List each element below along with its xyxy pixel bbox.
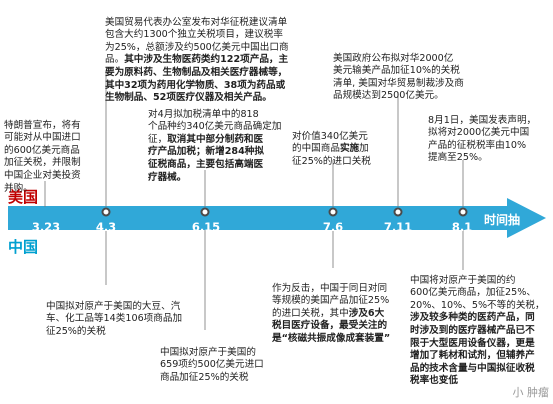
usa-note-4-3: 美国贸易代表办公室发布对华征税建议清单 包含大约1300个独立关税项目，建议税率…	[105, 16, 289, 104]
timeline-marker	[393, 207, 403, 217]
usa-note-7-6: 对价值340亿美元 的中国商品实施加 征25%的进口关税	[292, 130, 371, 167]
date-label: 8.1	[451, 220, 473, 234]
timeline-arrow	[8, 198, 546, 238]
date-label: 3.23	[31, 220, 61, 234]
china-note-8-1: 中国将对原产于美国的约 600亿美元商品，加征25%、 20%、10%、5%不等…	[410, 274, 545, 387]
timeline-marker	[101, 207, 111, 217]
china-note-4-3: 中国拟对原产于美国的大豆、汽 车、化工品等14类106项商品加 征25%的关税	[46, 300, 183, 337]
china-note-6-15: 中国拟对原产于美国的 659项约500亿美元进口 商品加征25%的关税	[160, 346, 264, 383]
date-label: 6.15	[191, 220, 221, 234]
watermark: 小 肿瘤	[512, 386, 550, 399]
usa-label: 美国	[8, 188, 39, 206]
usa-note-3-23: 特朗普宣布，将有 可能对从中国进口 的600亿美元商品 加征关税，并限制 中国企…	[4, 119, 81, 194]
date-label: 7.6	[322, 220, 344, 234]
date-label: 7.11	[383, 220, 413, 234]
timeline-marker	[458, 207, 468, 217]
timeline-marker	[328, 207, 338, 217]
date-label: 4.3	[95, 220, 117, 234]
china-label: 中国	[8, 238, 39, 256]
timeline-label: 时间抽	[484, 213, 521, 227]
timeline-marker	[200, 207, 210, 217]
china-note-7-6: 作为反击，中国于同日对同 等规模的美国产品加征25% 的进口关税，其中涉及6大 …	[272, 282, 391, 344]
usa-note-8-1: 8月1日，美国发表声明， 拟将对2000亿美元中国 产品的征税税率由10% 提高…	[428, 114, 537, 164]
usa-note-7-11: 美国政府公布拟对华2000亿 美元输美产品加征10%的关税 清单, 美国对华贸易…	[333, 52, 464, 102]
usa-note-6-15: 对4月拟加税清单中的818 个品种约340亿美元商品确定加 征，取消其中部分制药…	[148, 108, 282, 183]
